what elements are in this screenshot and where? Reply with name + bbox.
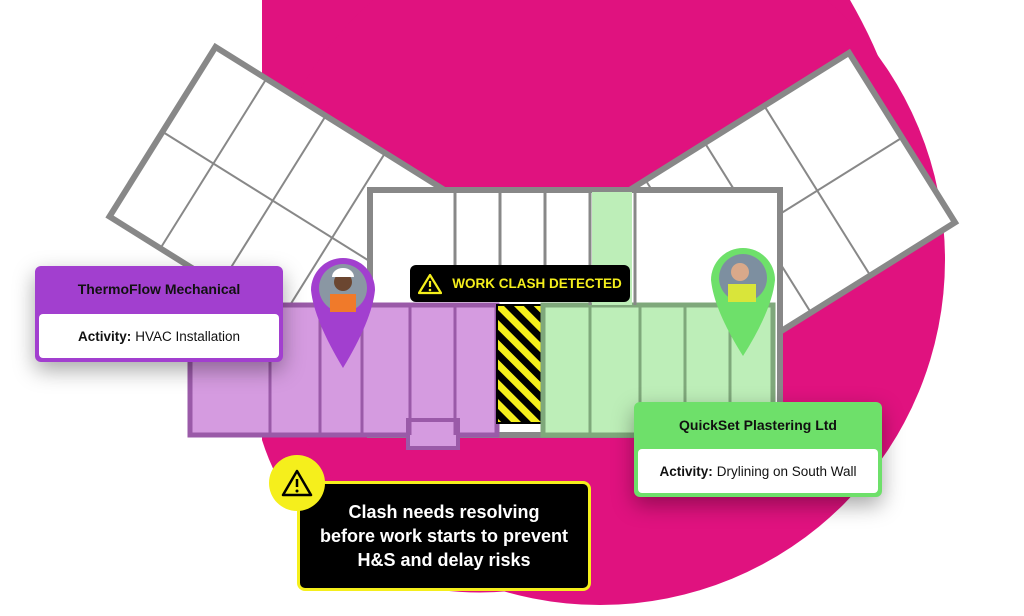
warning-line: H&S and delay risks — [357, 550, 531, 570]
contractor-name: ThermoFlow Mechanical — [77, 281, 241, 297]
activity-value: Drylining on South Wall — [716, 463, 857, 479]
activity-label: Activity: — [77, 328, 132, 344]
activity-row: Activity: Drylining on South Wall — [638, 449, 878, 493]
clash-label: WORK CLASH DETECTED — [452, 276, 622, 291]
warning-line: before work starts to prevent — [319, 526, 569, 546]
clash-hatched-zone — [496, 304, 544, 424]
warning-badge — [269, 455, 325, 511]
contractor-card-quickset[interactable]: QuickSet Plastering Ltd Activity: Drylin… — [634, 402, 882, 497]
contractor-card-thermoflow[interactable]: ThermoFlow Mechanical Activity: HVAC Ins… — [35, 266, 283, 362]
work-clash-badge: WORK CLASH DETECTED — [410, 265, 630, 302]
clash-warning-callout: Clash needs resolving before work starts… — [297, 481, 591, 591]
activity-value: HVAC Installation — [135, 328, 241, 344]
warning-line: Clash needs resolving — [348, 502, 540, 522]
activity-label: Activity: — [659, 463, 713, 479]
contractor-name: QuickSet Plastering Ltd — [679, 417, 837, 433]
warning-triangle-icon — [281, 469, 313, 497]
activity-row: Activity: HVAC Installation — [39, 314, 279, 358]
green-location-pin[interactable] — [711, 248, 775, 356]
purple-location-pin[interactable] — [311, 258, 375, 368]
warning-triangle-icon — [418, 273, 443, 294]
